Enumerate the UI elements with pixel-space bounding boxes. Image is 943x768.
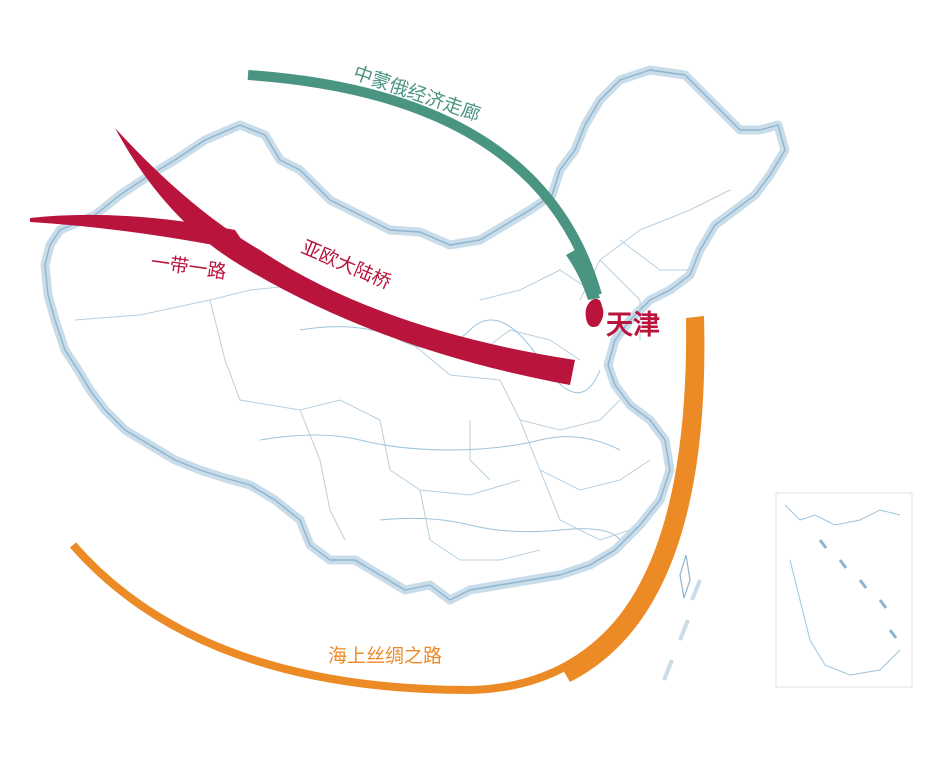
- label-tianjin: 天津: [606, 310, 660, 341]
- route-orange-thick: [560, 316, 705, 682]
- route-red-branch: [30, 214, 250, 252]
- rivers: [259, 319, 621, 541]
- route-red-belt: [115, 128, 575, 385]
- tianjin-marker: [585, 298, 604, 327]
- route-green-tip: [566, 250, 600, 300]
- inset-map: [775, 492, 913, 688]
- label-orange-maritime: 海上丝绸之路: [328, 645, 442, 667]
- route-green-corridor: [247, 70, 602, 297]
- islands: [662, 554, 702, 681]
